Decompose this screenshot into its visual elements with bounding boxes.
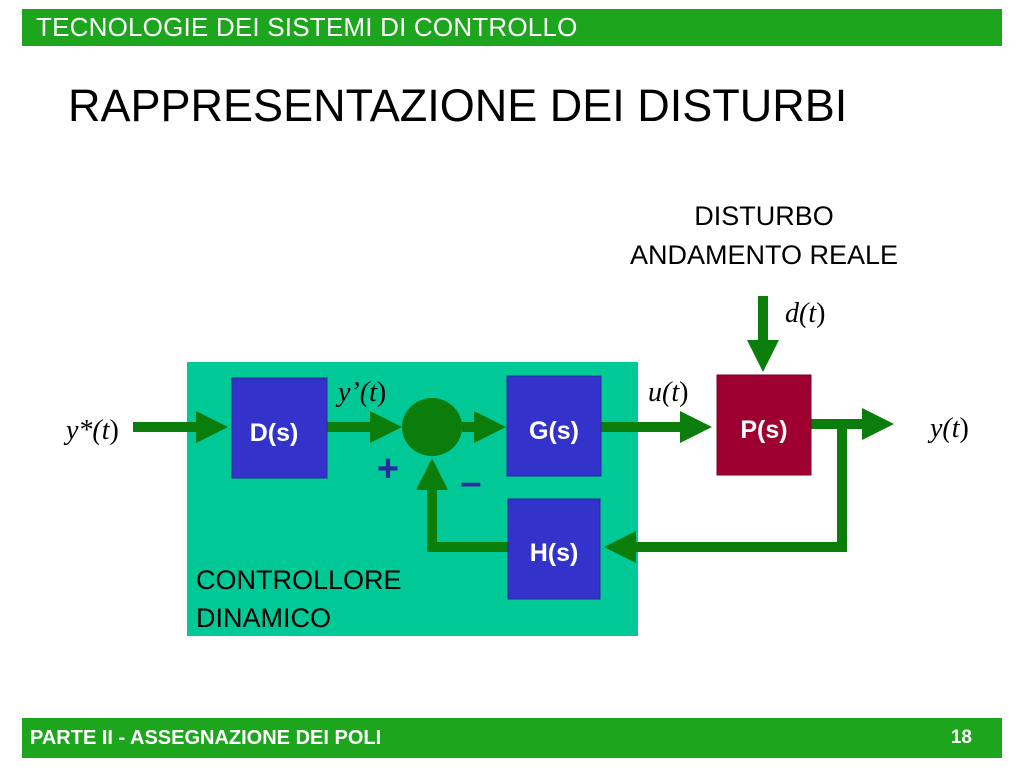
block-P bbox=[716, 374, 812, 476]
block-H-label: H(s) bbox=[530, 539, 579, 567]
block-D-label: D(s) bbox=[250, 419, 299, 447]
page-number: 18 bbox=[950, 727, 972, 748]
block-G-label: G(s) bbox=[529, 417, 579, 445]
block-D bbox=[231, 377, 328, 479]
block-G bbox=[506, 375, 602, 477]
feedback-path-output-to-H bbox=[603, 424, 847, 564]
feedback-path-H-to-sum bbox=[415, 457, 508, 552]
slide-title: RAPPRESENTAZIONE DEI DISTURBI bbox=[68, 80, 848, 131]
footer-bar bbox=[22, 718, 1002, 758]
disturbance-caption-line2: ANDAMENTO REALE bbox=[630, 240, 898, 270]
controller-caption-line2: DINAMICO bbox=[196, 603, 331, 633]
summing-junction bbox=[402, 398, 462, 456]
header-bar bbox=[22, 9, 1002, 46]
plus-sign: + bbox=[377, 448, 399, 490]
signal-output: y(t) bbox=[927, 413, 969, 444]
controller-caption-line1: CONTROLLORE bbox=[196, 565, 402, 595]
signal-control: u(t) bbox=[648, 377, 688, 408]
block-P-label: P(s) bbox=[740, 416, 787, 444]
signal-disturbance: d(t) bbox=[785, 298, 825, 329]
signal-reference: y*(t) bbox=[63, 415, 119, 446]
course-title: TECNOLOGIE DEI SISTEMI DI CONTROLLO bbox=[36, 12, 578, 42]
minus-sign: – bbox=[460, 462, 481, 504]
disturbance-caption-line1: DISTURBO bbox=[694, 201, 834, 231]
footer-section: PARTE II - ASSEGNAZIONE DEI POLI bbox=[30, 727, 382, 749]
signal-ref-prime: y’(t) bbox=[335, 377, 386, 408]
block-H bbox=[507, 498, 601, 600]
